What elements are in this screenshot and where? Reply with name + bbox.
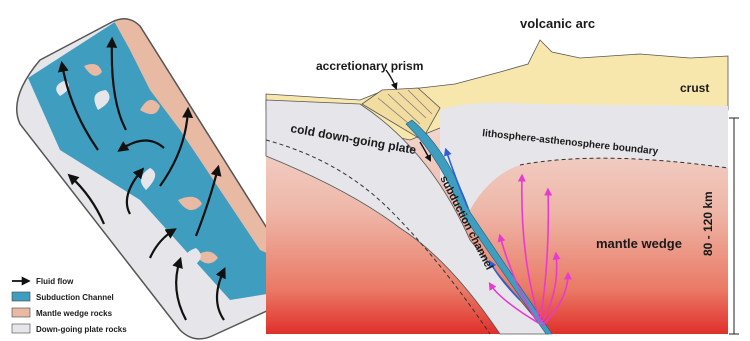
depth-scale — [729, 118, 739, 334]
legend-swatch-mantle — [12, 308, 30, 317]
legend-swatch-plate — [12, 324, 30, 333]
cross-section — [266, 40, 739, 334]
label-accretionary-prism: accretionary prism — [316, 59, 423, 73]
legend-label: Fluid flow — [36, 277, 74, 286]
label-volcanic-arc: volcanic arc — [520, 16, 595, 31]
legend-label: Mantle wedge rocks — [36, 309, 113, 318]
legend-swatch-channel — [12, 292, 30, 301]
legend: Fluid flow Subduction Channel Mantle wed… — [12, 277, 127, 334]
legend-label: Down-going plate rocks — [36, 325, 127, 334]
label-mantle-wedge: mantle wedge — [596, 236, 682, 251]
label-depth: 80 - 120 km — [701, 191, 715, 256]
legend-label: Subduction Channel — [36, 293, 114, 302]
label-crust: crust — [680, 81, 709, 95]
